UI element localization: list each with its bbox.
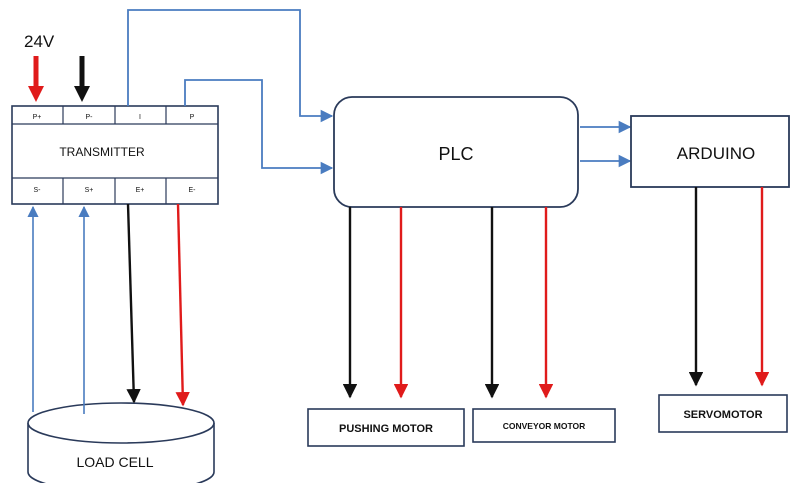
signal-wire-i-to-plc xyxy=(127,9,334,123)
pin-label: S- xyxy=(34,187,42,194)
pin-label: S+ xyxy=(85,187,94,194)
arduino-label: ARDUINO xyxy=(677,144,755,163)
signal-wire-p-to-plc xyxy=(184,79,334,175)
excitation-wire-e-minus xyxy=(175,203,190,407)
pushing-motor-label: PUSHING MOTOR xyxy=(339,423,433,435)
supply-positive-arrowhead xyxy=(28,86,44,102)
pin-label: E+ xyxy=(136,187,145,194)
transmitter-block: P+ P- I P TRANSMITTER S- S+ E+ E- xyxy=(11,105,219,205)
servomotor-box xyxy=(658,394,788,433)
pushing-motor-box xyxy=(307,408,465,447)
pin-label: I xyxy=(139,114,141,121)
load-cell-label: LOAD CELL xyxy=(76,454,153,470)
load-cell-top xyxy=(27,402,215,444)
pin-label: E- xyxy=(189,187,197,194)
plc-box xyxy=(333,96,579,208)
servomotor-label: SERVOMOTOR xyxy=(683,409,762,421)
conveyor-motor-label: CONVEYOR MOTOR xyxy=(503,421,586,431)
excitation-wire-e-plus xyxy=(126,203,141,404)
arduino-box xyxy=(630,115,790,188)
supply-voltage-label: 24V xyxy=(24,32,55,51)
pin-label: P+ xyxy=(33,114,42,121)
load-cell: LOAD CELL xyxy=(27,402,215,483)
transmitter-label: TRANSMITTER xyxy=(59,145,145,159)
conveyor-motor-box xyxy=(472,408,616,443)
pin-label: P- xyxy=(86,114,94,121)
plc-label: PLC xyxy=(438,144,473,164)
supply-negative-arrowhead xyxy=(74,86,90,102)
pin-label: P xyxy=(190,114,195,121)
